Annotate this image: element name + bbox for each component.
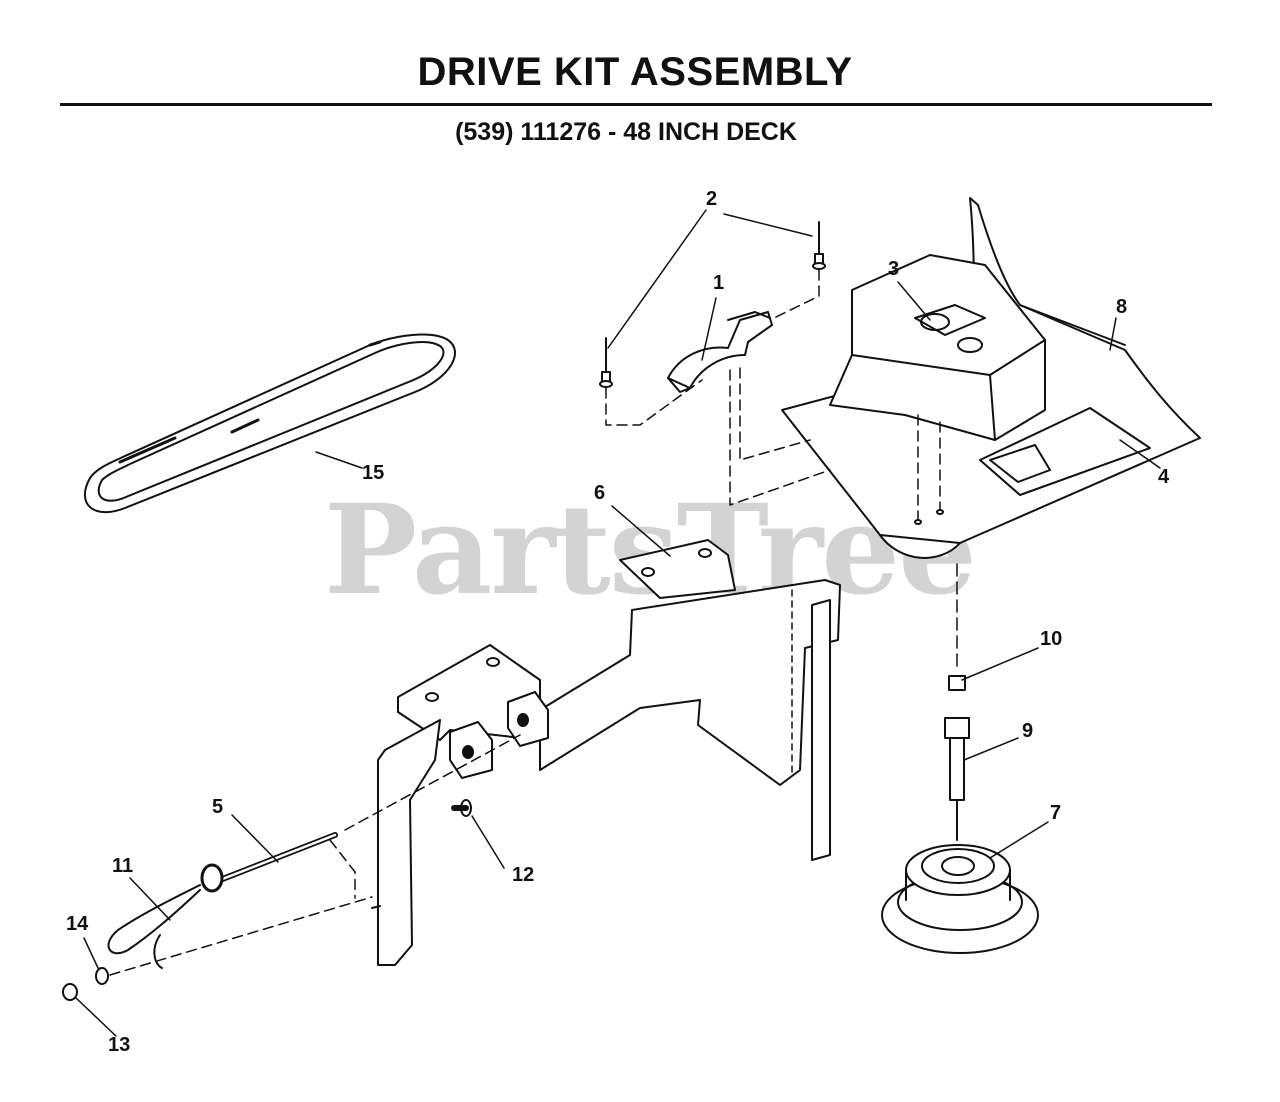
callout-12: 12 xyxy=(512,864,535,886)
callout-7: 7 xyxy=(1050,802,1062,824)
callout-2: 2 xyxy=(706,188,718,210)
part-pulley-bolt xyxy=(944,717,970,841)
part-drive-bracket xyxy=(397,539,841,861)
part-lanyard xyxy=(107,884,201,969)
callout-8: 8 xyxy=(1116,296,1128,318)
leader-lines xyxy=(75,209,1161,1037)
part-cover xyxy=(829,254,1046,441)
part-pin-rod xyxy=(200,734,521,899)
callout-11: 11 xyxy=(112,855,134,877)
title-rule xyxy=(60,103,1212,106)
part-belt xyxy=(84,333,456,514)
callout-4: 4 xyxy=(1158,466,1170,488)
callout-14: 14 xyxy=(66,913,89,935)
part-pulley xyxy=(881,844,1039,954)
part-spacer-blocks xyxy=(449,691,549,779)
part-carriage-bolt xyxy=(451,799,472,817)
callout-10: 10 xyxy=(1040,628,1063,650)
callout-1: 1 xyxy=(713,272,725,294)
part-washer xyxy=(95,967,109,985)
part-rivet-right xyxy=(769,221,826,321)
callout-13: 13 xyxy=(108,1034,131,1056)
page-subtitle: (539) 111276 - 48 INCH DECK xyxy=(455,118,797,146)
part-lock-nut xyxy=(948,675,966,691)
part-nut xyxy=(62,983,78,1001)
callout-5: 5 xyxy=(212,796,224,818)
part-rivet-left xyxy=(599,337,703,426)
callout-9: 9 xyxy=(1022,720,1034,742)
page-title: DRIVE KIT ASSEMBLY xyxy=(417,50,853,94)
callout-15: 15 xyxy=(362,462,385,484)
part-decal xyxy=(979,407,1151,496)
callout-3: 3 xyxy=(888,258,900,280)
part-arm xyxy=(371,719,441,966)
part-latch xyxy=(667,311,773,393)
callout-6: 6 xyxy=(594,482,606,504)
part-cover-screws xyxy=(729,367,944,525)
